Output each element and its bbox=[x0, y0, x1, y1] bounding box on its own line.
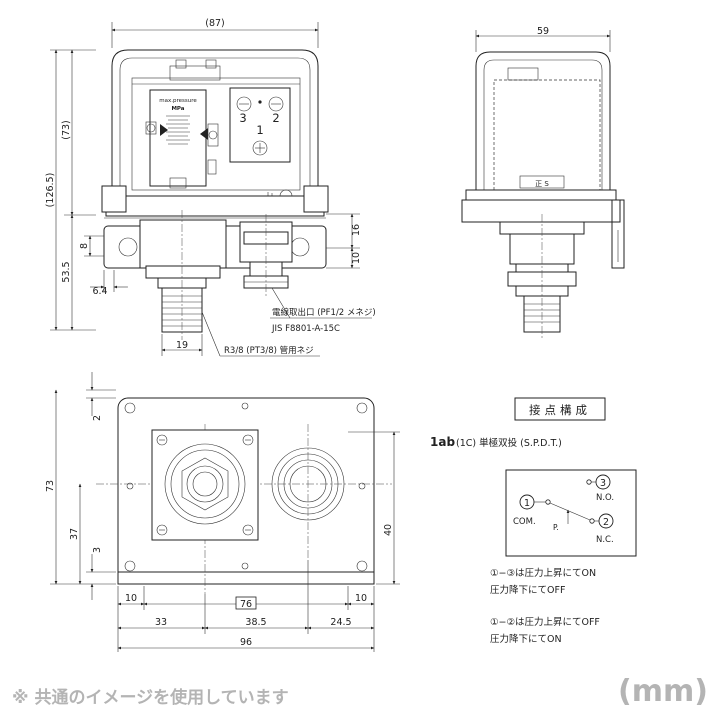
dim-port-to-right: 24.5 bbox=[330, 617, 351, 628]
label-com: COM. bbox=[513, 517, 536, 527]
pointer-right-icon bbox=[200, 128, 208, 140]
label-pressure: P. bbox=[553, 523, 559, 532]
rule1-line1: ①−③は圧力上昇にてON bbox=[490, 567, 596, 579]
unit-label: (mm) bbox=[618, 674, 708, 709]
bottom-view: 2 73 37 3 40 10 76 10 33 38.5 24.5 bbox=[45, 372, 400, 652]
dim-height-lower: 53.5 bbox=[61, 261, 72, 282]
dim-height-mid: 8 bbox=[79, 243, 90, 249]
contact-type-code: 1ab bbox=[430, 435, 455, 449]
rule1-line2: 圧力降下にてOFF bbox=[490, 584, 565, 596]
dim-center-height: 37 bbox=[69, 528, 80, 540]
terminal-2-label: 2 bbox=[272, 111, 279, 125]
contact-configuration: 接点構成 1ab (1C) 単極双投 (S.P.D.T.) 1 3 2 N.O.… bbox=[430, 397, 637, 645]
label-nc: N.C. bbox=[596, 535, 614, 545]
dim-bottom-offset: 3 bbox=[92, 547, 103, 553]
dim-left-to-port: 33 bbox=[155, 617, 167, 628]
callout-jis: JIS F8801-A-15C bbox=[271, 324, 340, 334]
rule2-line1: ①−②は圧力上昇にてOFF bbox=[490, 616, 600, 628]
terminal-1-label: 1 bbox=[256, 123, 263, 137]
rule2-line2: 圧力降下にてON bbox=[490, 633, 562, 645]
dim-top-offset: 2 bbox=[92, 415, 103, 421]
dim-right-upper: 16 bbox=[351, 224, 362, 236]
side-view: 59 正 S bbox=[461, 26, 625, 340]
terminal-com-num: 1 bbox=[524, 498, 530, 509]
dim-right-edge: 10 bbox=[355, 593, 367, 604]
label-no: N.O. bbox=[596, 493, 614, 503]
dim-port-pitch: 38.5 bbox=[245, 617, 266, 628]
dim-height-total: (126.5) bbox=[45, 173, 56, 208]
side-nameplate: 正 S bbox=[535, 180, 549, 188]
dim-total-width: 96 bbox=[240, 637, 252, 648]
terminal-no-num: 3 bbox=[600, 478, 606, 489]
dim-bottom-height: 73 bbox=[45, 480, 56, 492]
dim-port-width: 19 bbox=[176, 340, 188, 351]
contact-heading: 接点構成 bbox=[529, 403, 591, 417]
dim-hole-pitch: 76 bbox=[240, 599, 252, 610]
gauge-brand: max.pressure bbox=[159, 98, 197, 104]
contact-diagram-box bbox=[505, 469, 637, 557]
contact-type-desc: (1C) 単極双投 (S.P.D.T.) bbox=[456, 437, 562, 449]
front-view: (87) max.pressure MPa 3 2 bbox=[45, 18, 376, 357]
dim-offset: 6.4 bbox=[92, 286, 107, 297]
dim-right-height: 40 bbox=[383, 524, 394, 536]
pointer-left-icon bbox=[160, 124, 168, 136]
gauge-unit: MPa bbox=[171, 106, 184, 112]
dim-side-width: 59 bbox=[537, 26, 549, 37]
footer-note: ※ 共通のイメージを使用しています bbox=[12, 688, 289, 708]
callout-thread: R3/8 (PT3/8) 管用ネジ bbox=[224, 345, 314, 356]
dim-right-lower: 10 bbox=[351, 252, 362, 264]
terminal-3-label: 3 bbox=[239, 111, 246, 125]
terminal-nc-num: 2 bbox=[603, 517, 609, 528]
dim-left-edge: 10 bbox=[125, 593, 137, 604]
callout-conduit: 電線取出口 (PF1/2 メネジ) bbox=[272, 307, 376, 318]
dim-width-top: (87) bbox=[205, 18, 225, 29]
dim-height-upper: (73) bbox=[61, 120, 72, 140]
